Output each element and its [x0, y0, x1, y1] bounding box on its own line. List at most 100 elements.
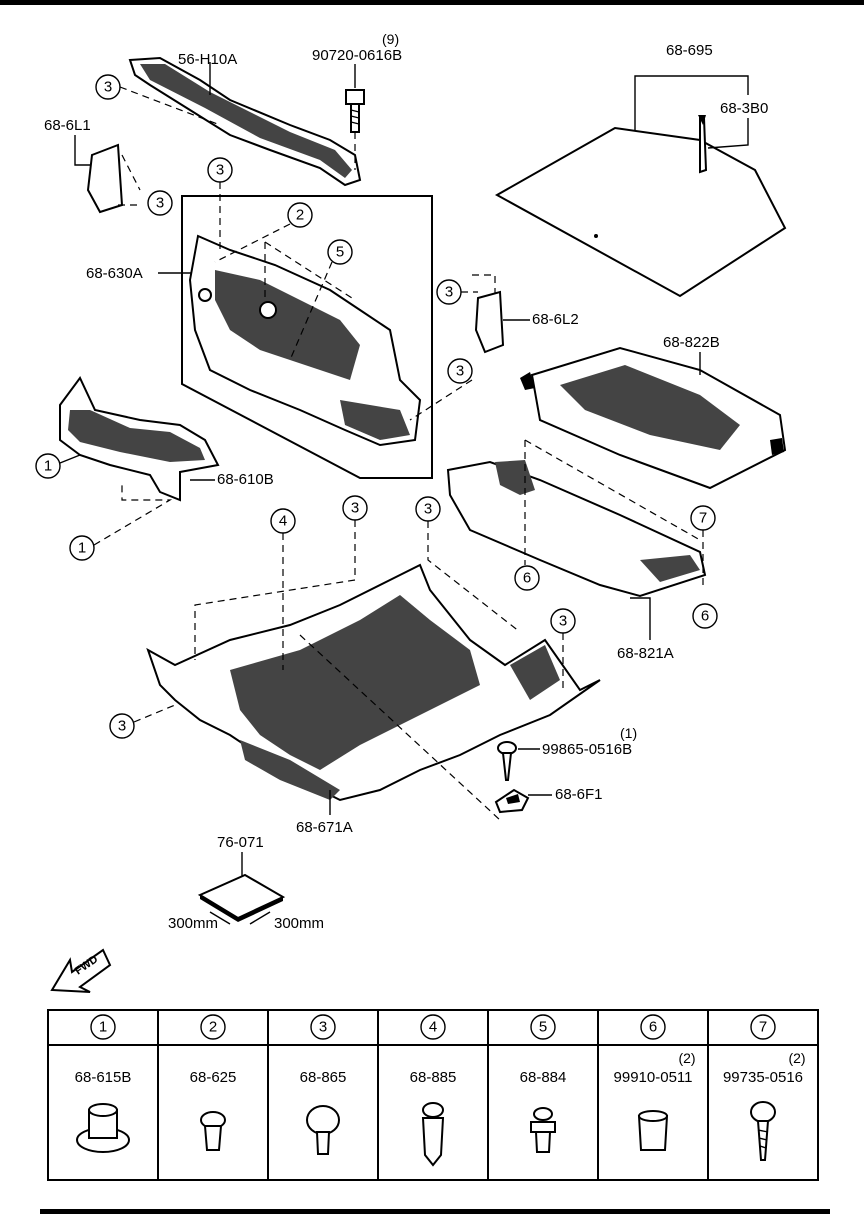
callout-4: 4	[270, 508, 296, 534]
svg-text:6: 6	[701, 608, 709, 625]
legend-number-6: 6	[649, 1019, 657, 1036]
label-pad: 76-071	[217, 834, 264, 851]
label-floor-carpet: 68-671A	[296, 819, 353, 836]
legend-part-2: 68-625	[190, 1069, 237, 1086]
svg-text:3: 3	[351, 500, 359, 517]
legend-number-3: 3	[319, 1019, 327, 1036]
svg-text:4: 4	[279, 513, 287, 530]
dash-insulator	[188, 234, 422, 447]
callout-3-a: 3	[95, 74, 121, 100]
package-tray	[494, 126, 787, 298]
bolt-icon	[345, 89, 365, 133]
label-trunk-board: 68-822B	[663, 334, 720, 351]
dash-lower-insulator	[59, 376, 220, 502]
label-dash-upper: 56-H10A	[178, 51, 237, 68]
clip-icon-4	[421, 1102, 445, 1167]
legend-number-5: 5	[539, 1019, 547, 1036]
clip-icon-1	[76, 1103, 130, 1153]
legend-callout-6	[640, 1014, 666, 1040]
legend-callout-7	[750, 1014, 776, 1040]
dash-insulator-box	[181, 195, 433, 479]
clip-icon-6	[637, 1110, 669, 1151]
legend-number-4: 4	[429, 1019, 437, 1036]
svg-text:3: 3	[559, 613, 567, 630]
callout-1-b: 1	[69, 535, 95, 561]
clip-icon-3	[306, 1105, 340, 1155]
callout-3-f: 3	[342, 495, 368, 521]
callout-2-a: 2	[287, 202, 313, 228]
legend-callout-4	[420, 1014, 446, 1040]
legend-qty-7: (2)	[788, 1050, 805, 1066]
legend-callout-3	[310, 1014, 336, 1040]
bottom-border-bar	[40, 1209, 830, 1214]
svg-text:3: 3	[104, 79, 112, 96]
label-tray-clip: 68-3B0	[720, 100, 768, 117]
dash-upper-insulator	[128, 56, 362, 187]
legend-number-1: 1	[99, 1019, 107, 1036]
callout-3-d: 3	[436, 279, 462, 305]
legend-part-3: 68-865	[300, 1069, 347, 1086]
top-border-bar	[0, 0, 864, 5]
legend-number-7: 7	[759, 1019, 767, 1036]
svg-text:7: 7	[699, 510, 707, 527]
bolt-qty: (9)	[382, 31, 399, 47]
label-dash-lower: 68-610B	[217, 471, 274, 488]
screw-icon-7	[750, 1101, 776, 1161]
screw-qty: (1)	[620, 725, 637, 741]
callout-3-i: 3	[109, 713, 135, 739]
callout-3-e: 3	[447, 358, 473, 384]
label-dash-insulator: 68-630A	[86, 265, 143, 282]
svg-text:2: 2	[296, 207, 304, 224]
legend-part-5: 68-884	[520, 1069, 567, 1086]
legend-number-2: 2	[209, 1019, 217, 1036]
clip-icon-2	[200, 1111, 226, 1151]
svg-text:1: 1	[44, 458, 52, 475]
legend-callout-2	[200, 1014, 226, 1040]
label-side-right: 68-6L2	[532, 311, 579, 328]
side-insulator-left	[86, 143, 124, 214]
callout-5: 5	[327, 239, 353, 265]
callout-3-c: 3	[207, 157, 233, 183]
label-bolt: 90720-0616B	[312, 47, 402, 64]
callout-3-g: 3	[415, 496, 441, 522]
svg-text:3: 3	[445, 284, 453, 301]
svg-text:6: 6	[523, 570, 531, 587]
clip-icon-5	[530, 1107, 556, 1153]
legend-part-7: 99735-0516	[723, 1069, 803, 1086]
side-insulator-right	[474, 290, 505, 354]
legend-callout-1	[90, 1014, 116, 1040]
svg-text:3: 3	[156, 195, 164, 212]
legend-qty-6: (2)	[678, 1050, 695, 1066]
svg-text:3: 3	[424, 501, 432, 518]
pad-height: 300mm	[274, 915, 324, 932]
sound-pad	[197, 873, 286, 922]
callout-1-a: 1	[35, 453, 61, 479]
label-screw: 99865-0516B	[542, 741, 632, 758]
retainer	[494, 788, 530, 814]
svg-text:3: 3	[216, 162, 224, 179]
legend-part-1: 68-615B	[75, 1069, 132, 1086]
fastener-legend-table	[47, 1009, 819, 1181]
legend-part-6: 99910-0511	[614, 1069, 693, 1086]
callout-6-b: 6	[692, 603, 718, 629]
legend-part-4: 68-885	[410, 1069, 457, 1086]
label-retainer: 68-6F1	[555, 786, 603, 803]
rear-trim	[446, 460, 707, 598]
callout-3-b: 3	[147, 190, 173, 216]
label-tray: 68-695	[666, 42, 713, 59]
legend-callout-5	[530, 1014, 556, 1040]
svg-text:5: 5	[336, 244, 344, 261]
svg-text:1: 1	[78, 540, 86, 557]
fwd-arrow-icon: FWD	[50, 948, 112, 993]
trunk-board	[520, 346, 787, 490]
callout-6-a: 6	[514, 565, 540, 591]
pad-width: 300mm	[168, 915, 218, 932]
callout-7: 7	[690, 505, 716, 531]
svg-text:3: 3	[456, 363, 464, 380]
label-side-left: 68-6L1	[44, 117, 91, 134]
svg-text:3: 3	[118, 718, 126, 735]
screw-icon	[497, 741, 517, 781]
tray-clip	[698, 115, 708, 174]
callout-3-h: 3	[550, 608, 576, 634]
